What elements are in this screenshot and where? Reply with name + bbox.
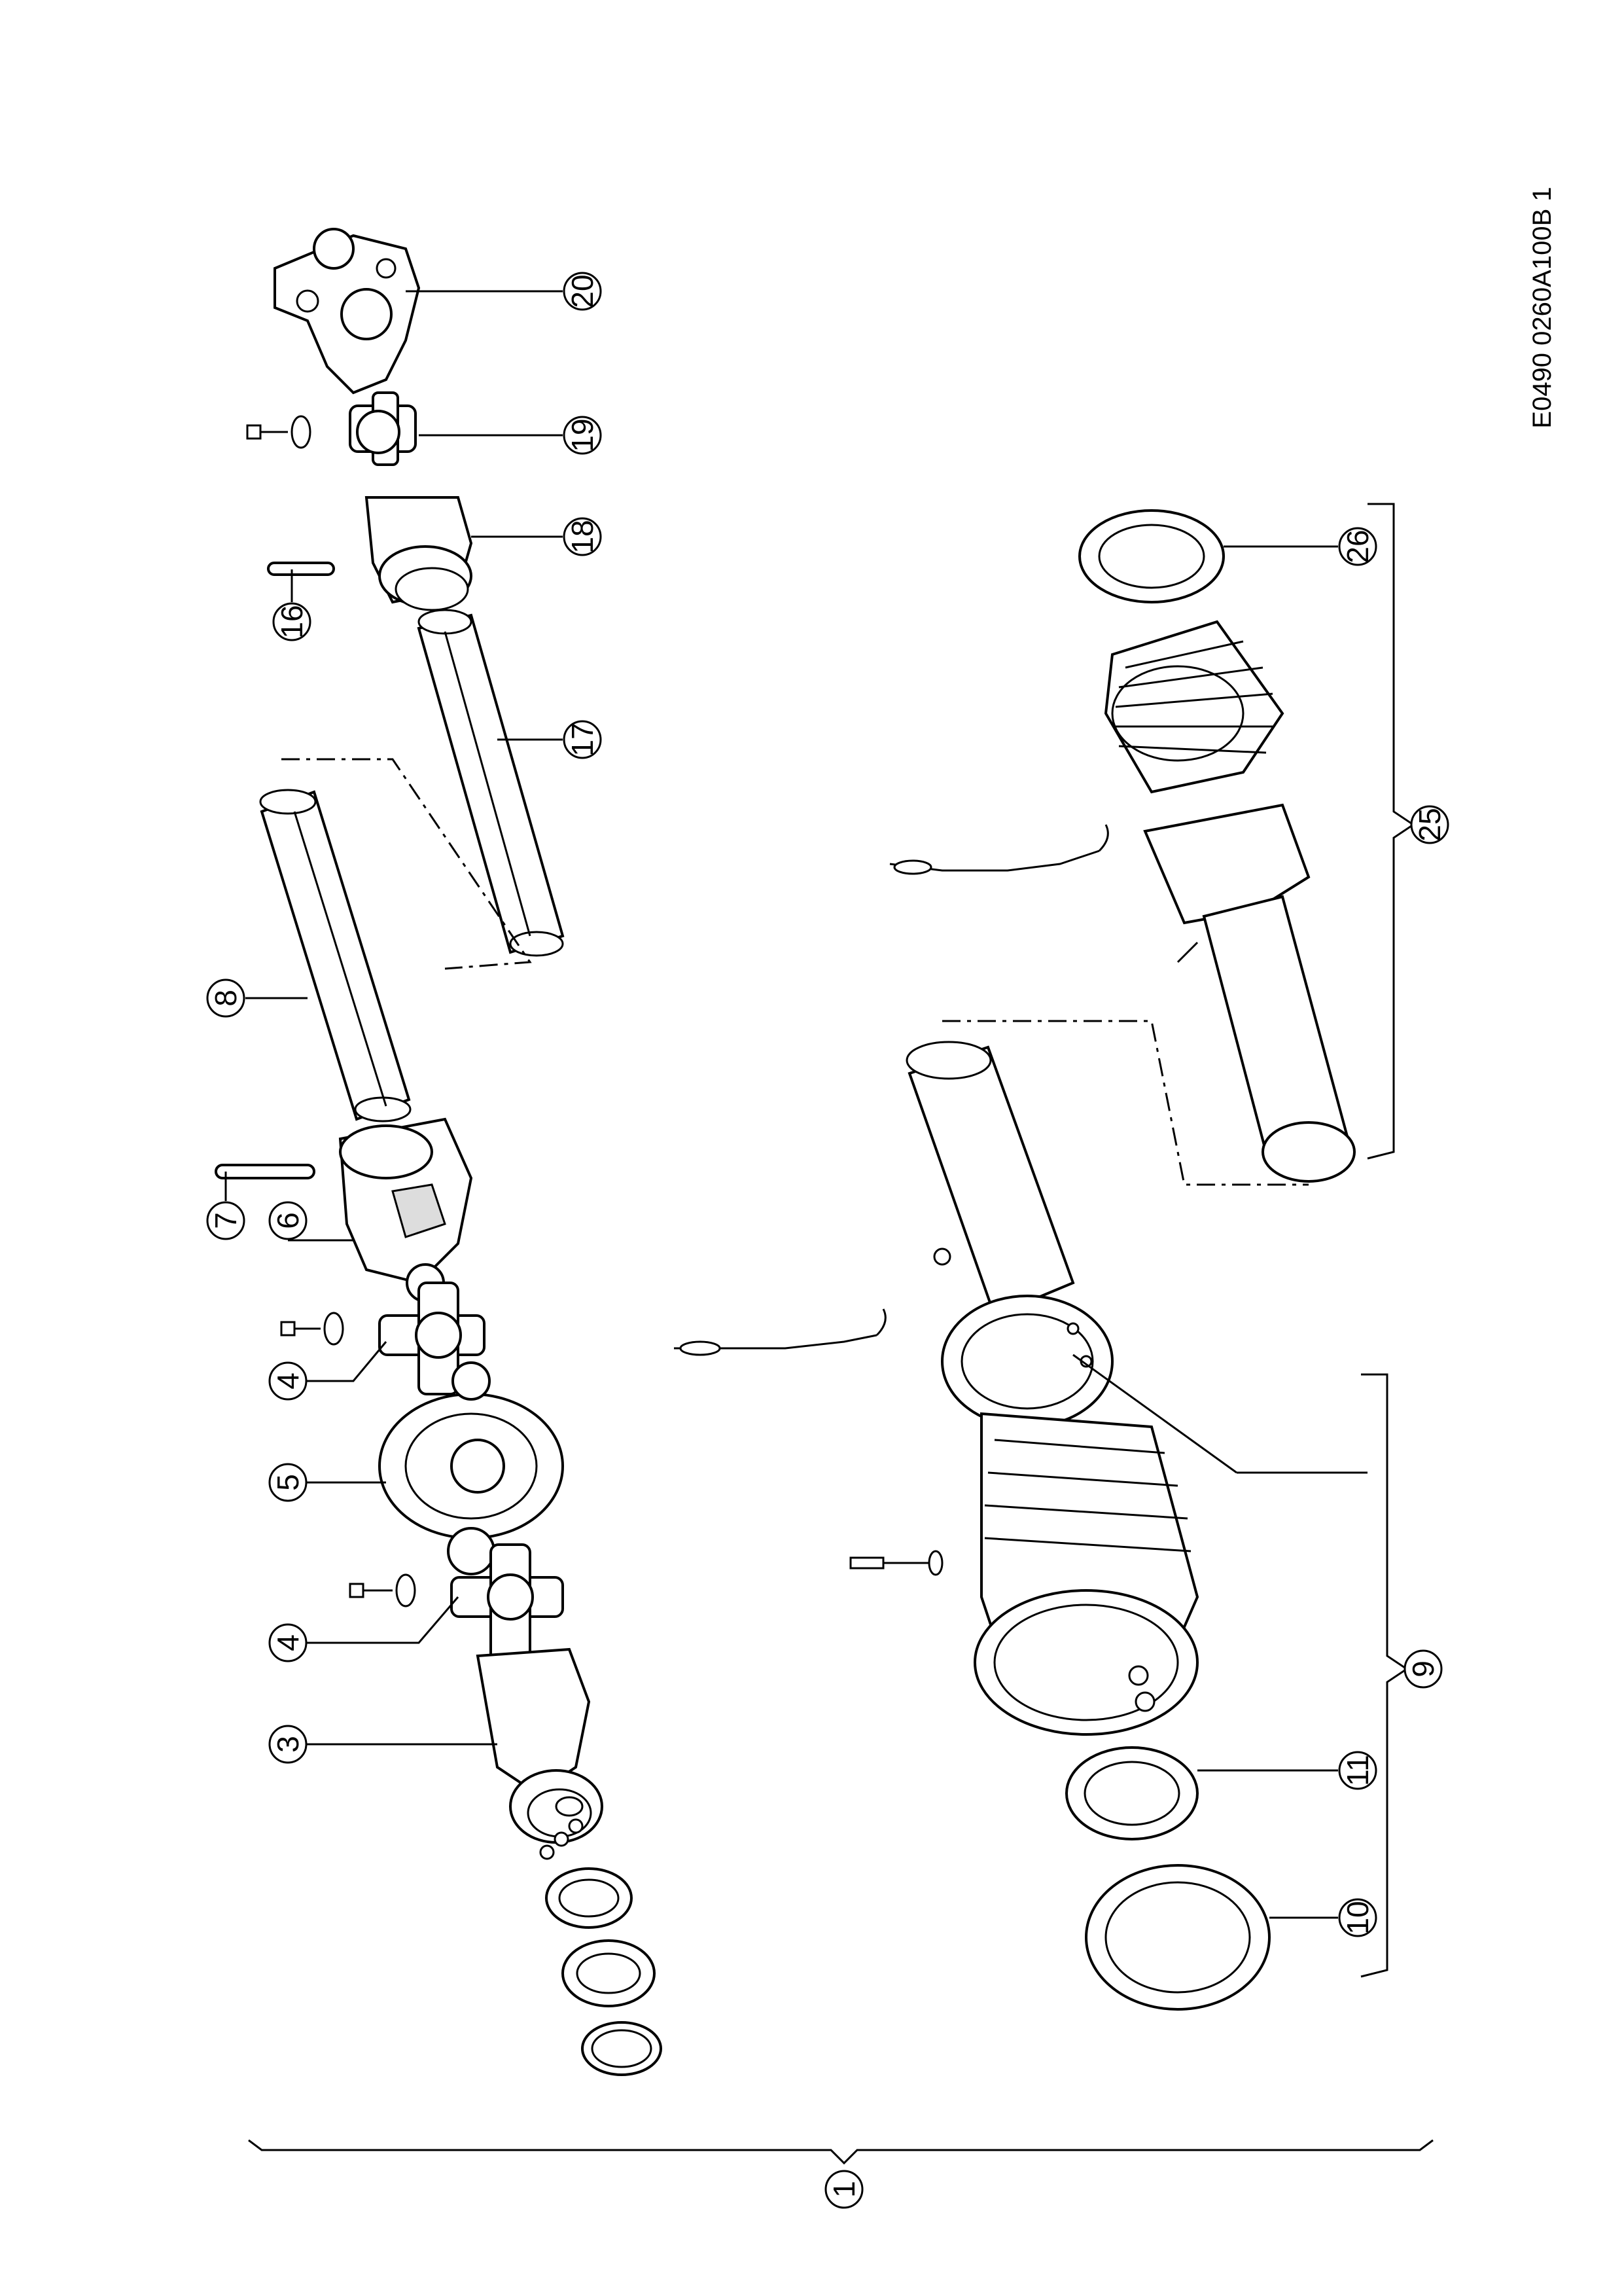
leader-lines [224, 290, 1368, 1919]
part-3-splined-yoke [476, 1647, 603, 1844]
balloon-20: 20 [563, 272, 602, 311]
svg-text:17: 17 [565, 723, 599, 756]
part-9-guard-tube [906, 1041, 1075, 1318]
balloon-25: 25 [1410, 805, 1449, 844]
svg-text:11: 11 [1341, 1755, 1375, 1786]
part-26-bearing-ring [1078, 509, 1225, 603]
svg-text:9: 9 [1406, 1660, 1440, 1677]
svg-text:8: 8 [209, 990, 243, 1007]
svg-text:25: 25 [1413, 808, 1447, 841]
balloon-8: 8 [206, 978, 245, 1018]
balloon-16: 16 [272, 602, 311, 641]
part-17-inner-profile-tube [417, 609, 565, 957]
seal-rings [545, 1867, 662, 2076]
svg-text:26: 26 [1341, 529, 1375, 563]
part-20-flange-yoke [274, 228, 421, 395]
assembly-dash-lower [942, 1020, 1309, 1186]
part-7-roll-pin [215, 1164, 315, 1179]
balloon-17: 17 [563, 720, 602, 759]
part-25-guard-tube [1143, 803, 1356, 1183]
balloon-18: 18 [563, 517, 602, 556]
svg-text:18: 18 [565, 520, 599, 553]
svg-text:16: 16 [275, 605, 309, 638]
svg-text:5: 5 [271, 1474, 305, 1491]
svg-text:4: 4 [271, 1372, 305, 1390]
balloon-3: 3 [268, 1725, 308, 1764]
balloon-4-upper: 4 [268, 1361, 308, 1401]
svg-text:20: 20 [565, 274, 599, 308]
bracket-1 [248, 2139, 1434, 2165]
assembly-dash-upper [281, 758, 532, 970]
part-5-cv-housing [378, 1361, 564, 1575]
part-25-guard-cone [1104, 620, 1284, 794]
balloon-7: 7 [206, 1201, 245, 1240]
part-4-cross-journal-lower [349, 1543, 564, 1664]
svg-text:3: 3 [271, 1736, 305, 1753]
balloon-10: 10 [1338, 1898, 1377, 1937]
balloon-5: 5 [268, 1463, 308, 1502]
balloon-6: 6 [268, 1201, 308, 1240]
part-4-cross-journal-upper [280, 1282, 485, 1395]
part-9-guard-collar [941, 1295, 1114, 1428]
bracket-25 [1367, 503, 1415, 1160]
balloon-9: 9 [1403, 1649, 1443, 1689]
part-10-guard-ring [1085, 1864, 1271, 2011]
svg-text:4: 4 [271, 1634, 305, 1651]
locking-balls [539, 1818, 584, 1860]
part-16-roll-pin [267, 562, 335, 576]
balloon-19: 19 [563, 416, 602, 455]
svg-text:10: 10 [1341, 1901, 1375, 1934]
balloon-26: 26 [1338, 527, 1377, 566]
bracket-9 [1360, 1373, 1409, 1978]
svg-text:7: 7 [209, 1212, 243, 1229]
part-11-bearing-ring [1065, 1746, 1199, 1840]
balloon-11: 11 [1338, 1751, 1377, 1790]
guard-screw [849, 1550, 944, 1576]
safety-chain-upper [889, 824, 1109, 875]
part-19-cross-journal [246, 391, 417, 466]
part-9-guard-bellows [974, 1412, 1199, 1736]
drawing-code: E0490 0260A100B 1 [1528, 187, 1557, 428]
part-8-outer-profile-tube [259, 789, 412, 1122]
svg-text:1: 1 [827, 2181, 861, 2198]
part-6-inner-yoke [338, 1117, 473, 1302]
part-18-inner-yoke [364, 496, 473, 611]
safety-chain-lower [674, 1308, 887, 1356]
balloon-4-lower: 4 [268, 1623, 308, 1662]
svg-text:19: 19 [565, 418, 599, 452]
svg-text:6: 6 [271, 1212, 305, 1229]
balloon-1: 1 [824, 2170, 864, 2209]
